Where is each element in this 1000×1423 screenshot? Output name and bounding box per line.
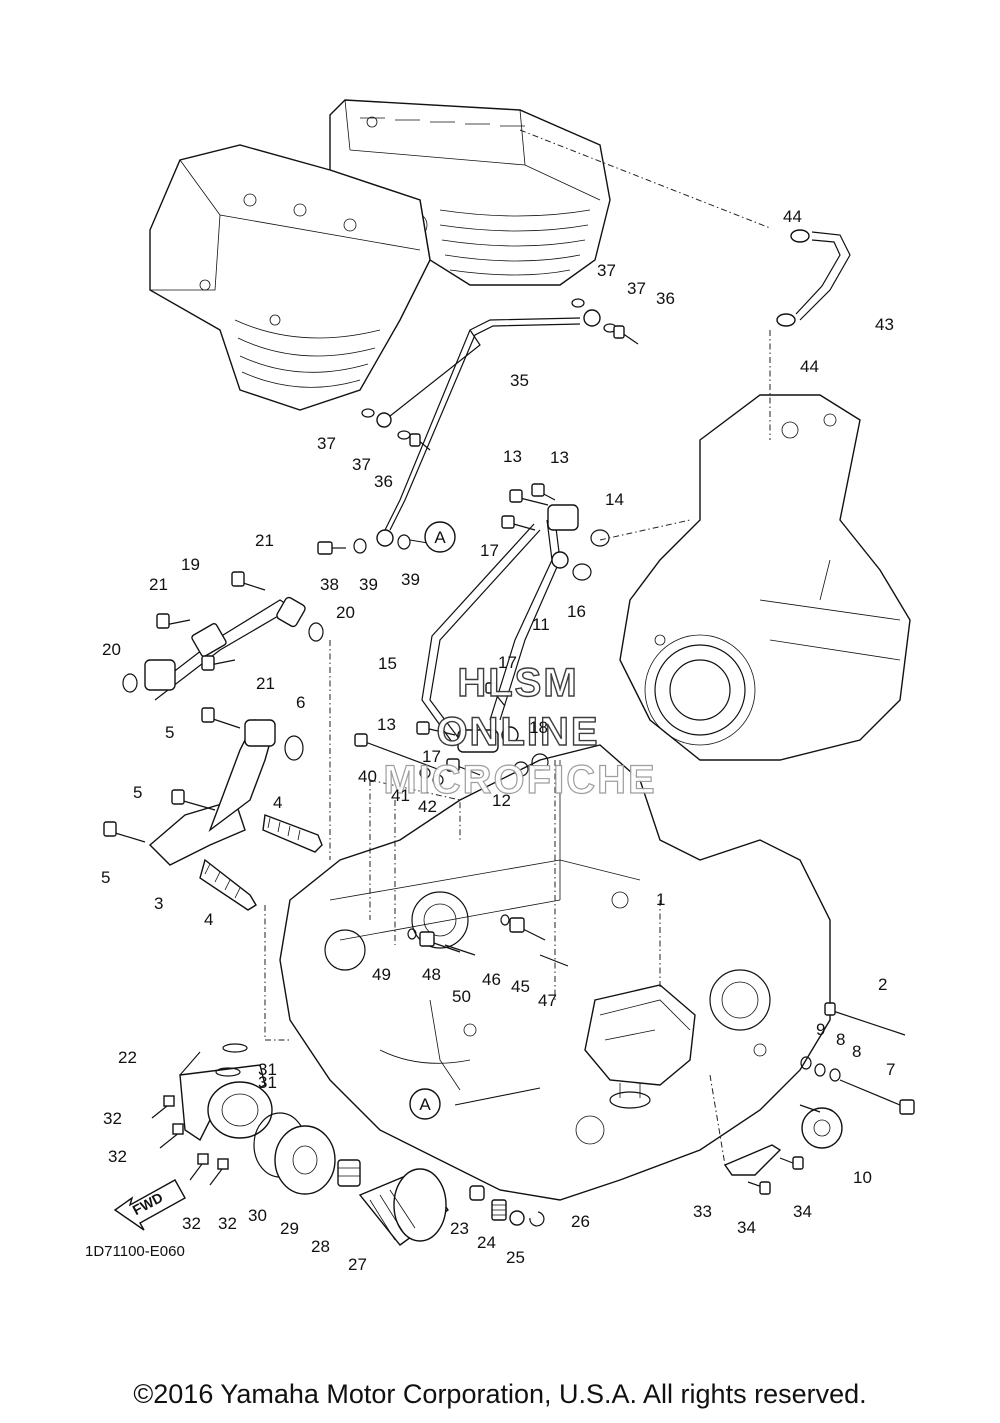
callout-numbers: 44 37 37 36 43 44 35 37 37 36 13 13 14 1… [101,207,895,1274]
callout-33: 33 [693,1202,712,1221]
callout-43: 43 [875,315,894,334]
callout-14: 14 [605,490,624,509]
callout-39-a: 39 [359,575,378,594]
callout-47: 47 [538,991,557,1010]
oil-pump [584,984,696,1109]
callout-1: 1 [656,890,665,909]
callout-27: 27 [348,1255,367,1274]
callout-13-a: 13 [503,447,522,466]
callout-50: 50 [452,987,471,1006]
callout-44-top: 44 [783,207,802,226]
callout-17-c: 17 [422,747,441,766]
callout-10: 10 [853,1168,872,1187]
callout-17-b: 17 [498,653,517,672]
reference-markers: A A [409,521,456,1120]
callout-37-top-a: 37 [597,261,616,280]
ref-marker-a-upper: A [434,528,446,547]
callout-20-b: 20 [102,640,121,659]
callout-44-bottom: 44 [800,357,819,376]
callout-18: 18 [529,718,548,737]
callout-20-a: 20 [336,603,355,622]
callout-21-b: 21 [149,575,168,594]
misc-fasteners [317,298,915,1195]
callout-21-a: 21 [255,531,274,550]
callout-32-a: 32 [103,1109,122,1128]
crankcase-upper-right [619,394,911,761]
callout-29: 29 [280,1219,299,1238]
callout-46: 46 [482,970,501,989]
callout-25: 25 [506,1248,525,1267]
callout-22: 22 [118,1048,137,1067]
callout-31-a: 31 [258,1060,277,1079]
callout-8-a: 8 [836,1030,845,1049]
callout-34-a: 34 [793,1202,812,1221]
callout-9: 9 [816,1020,825,1039]
callout-41: 41 [391,786,410,805]
callout-17-a: 17 [480,541,499,560]
ref-marker-a-lower: A [419,1095,431,1114]
callout-12: 12 [492,791,511,810]
callout-32-c: 32 [182,1214,201,1233]
callout-5-b: 5 [133,783,142,802]
callout-37-mid-b: 37 [352,455,371,474]
diagram-code: 1D71100-E060 [85,1243,185,1260]
callout-31-b: 31 [258,1073,277,1092]
callout-34-b: 34 [737,1218,756,1237]
callout-42: 42 [418,797,437,816]
callout-21-c: 21 [256,674,275,693]
oil-pipes [376,229,851,753]
callout-4-a: 4 [273,793,282,812]
cylinder-heads [149,99,611,411]
callout-24: 24 [477,1233,496,1252]
callout-23: 23 [450,1219,469,1238]
callout-16: 16 [567,602,586,621]
watermark-line-1: HLSM [457,661,578,705]
callout-38: 38 [320,575,339,594]
callout-36-mid: 36 [374,472,393,491]
callout-45: 45 [511,977,530,996]
watermark-line-2: ONLINE [436,710,599,754]
callout-35: 35 [510,371,529,390]
callout-48: 48 [422,965,441,984]
callout-3: 3 [154,894,163,913]
callout-37-top-b: 37 [627,279,646,298]
callout-28: 28 [311,1237,330,1256]
callout-11: 11 [532,615,550,634]
watermark: HLSM ONLINE MICROFICHE [383,660,656,802]
callout-13-b: 13 [550,448,569,467]
callout-32-b: 32 [108,1147,127,1166]
callout-5-c: 5 [101,868,110,887]
callout-7: 7 [886,1060,895,1079]
callout-4-b: 4 [204,910,213,929]
callout-13-c: 13 [377,715,396,734]
callout-37-mid-a: 37 [317,434,336,453]
callout-5-a: 5 [165,723,174,742]
callout-8-b: 8 [852,1042,861,1061]
callout-40: 40 [358,767,377,786]
callout-19: 19 [181,555,200,574]
callout-2: 2 [878,975,887,994]
leader-lines [179,129,771,1166]
callout-39-b: 39 [401,570,420,589]
watermark-line-3: MICROFICHE [383,758,656,802]
callout-30: 30 [248,1206,267,1225]
callout-36-top: 36 [656,289,675,308]
strainer-group [103,571,324,911]
callout-49: 49 [372,965,391,984]
callout-32-d: 32 [218,1214,237,1233]
copyright-notice: ©2016 Yamaha Motor Corporation, U.S.A. A… [133,1379,867,1409]
callout-6: 6 [296,693,305,712]
callout-15: 15 [378,654,397,673]
callout-26: 26 [571,1212,590,1231]
oil-filter-group [113,1043,545,1246]
